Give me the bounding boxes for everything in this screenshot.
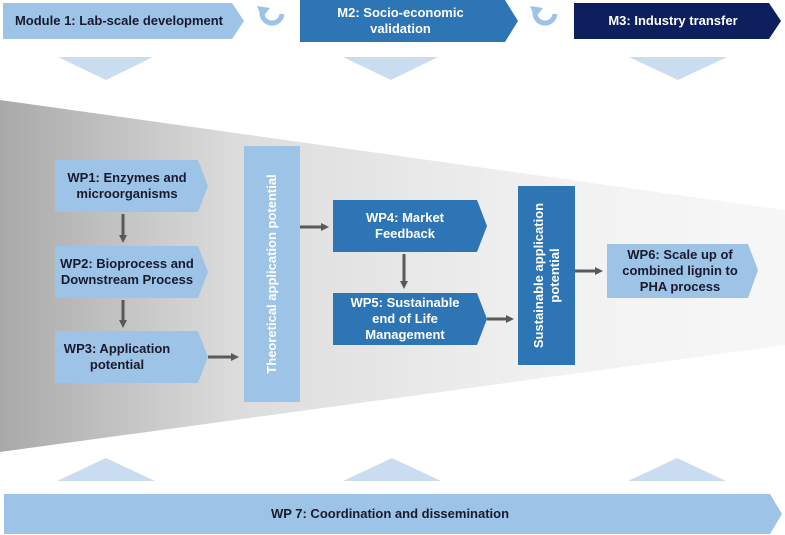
wp2-shape xyxy=(55,246,208,298)
up-chevron-3 xyxy=(628,458,726,481)
cycle-icon-1 xyxy=(257,6,285,26)
module2-shape xyxy=(300,0,518,42)
cycle-icon-2 xyxy=(530,6,558,26)
down-chevron-3 xyxy=(629,57,727,80)
sustainable-bar-shape xyxy=(518,186,575,365)
wp5-shape xyxy=(333,293,487,345)
sustainable-bar-label: Sustainable application potential xyxy=(530,202,562,349)
wp3-shape xyxy=(55,331,208,383)
wp7-shape xyxy=(4,494,782,534)
wp6-shape xyxy=(607,244,758,298)
wp4-shape xyxy=(333,200,487,252)
up-chevron-2 xyxy=(343,458,441,481)
module3-shape xyxy=(574,3,781,39)
up-chevron-1 xyxy=(57,458,155,481)
theoretical-bar-label: Theoretical application potential xyxy=(264,174,279,374)
wp1-shape xyxy=(55,160,208,212)
down-chevron-2 xyxy=(343,57,438,80)
module1-shape xyxy=(3,3,244,39)
down-chevron-1 xyxy=(58,57,153,80)
theoretical-bar-shape xyxy=(244,146,300,402)
